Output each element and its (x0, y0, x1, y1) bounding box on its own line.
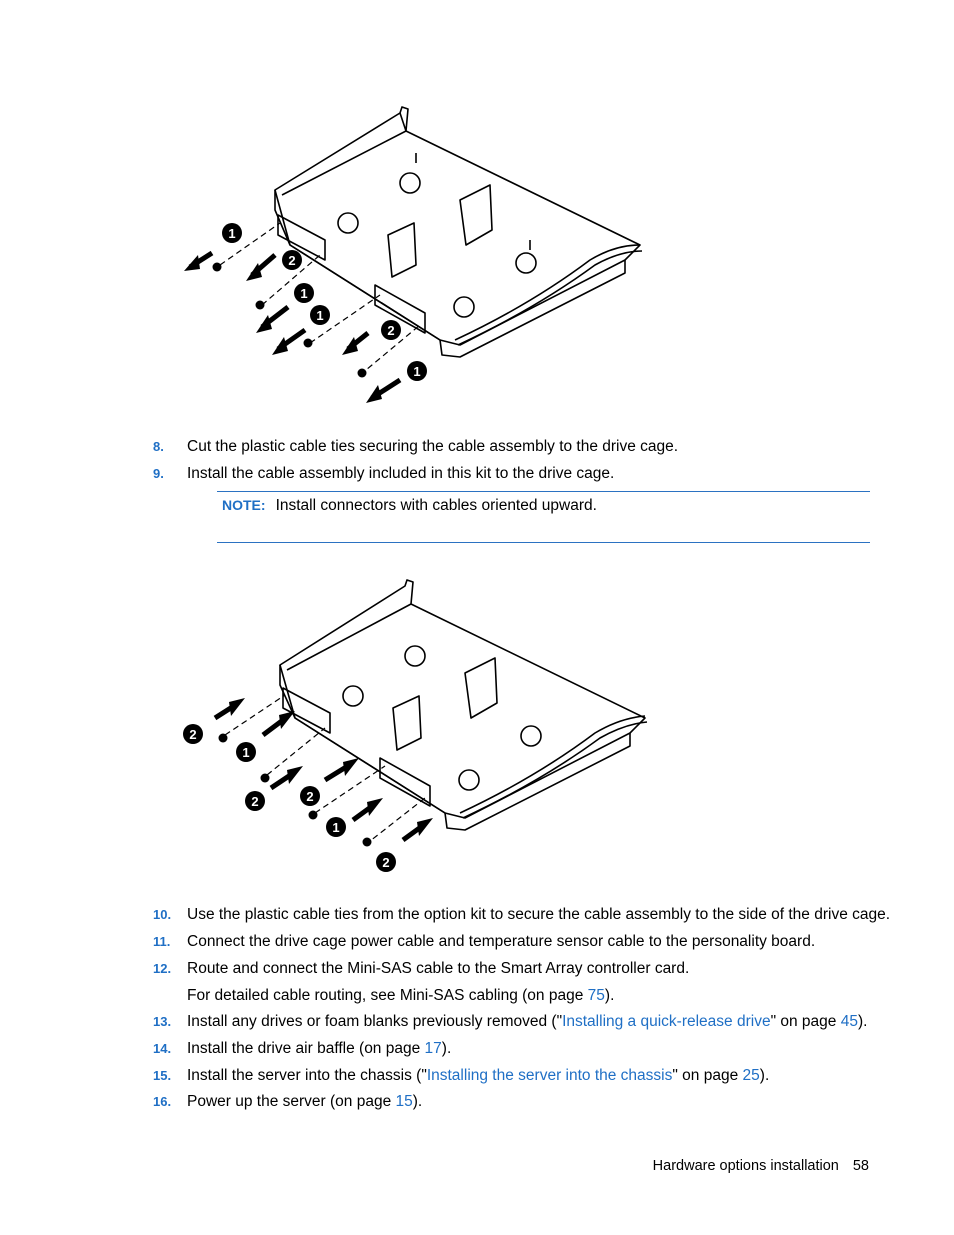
step-text: Route and connect the Mini-SAS cable to … (187, 960, 690, 977)
step-number: 15. (153, 1068, 172, 1083)
figure2-callout: 2 (251, 794, 258, 809)
page-footer: Hardware options installation 58 (653, 1158, 869, 1174)
figure1-callout: 1 (300, 286, 307, 301)
step-text-end: ). (441, 1040, 452, 1057)
figure-remove-screws: 1 2 1 1 2 1 (184, 106, 643, 403)
page-link[interactable]: 75 (587, 987, 605, 1004)
page-link[interactable]: 15 (395, 1093, 413, 1110)
note-box: NOTE: Install connectors with cables orie… (222, 495, 597, 516)
subtext: For detailed cable routing, see Mini-SAS… (187, 987, 588, 1004)
figure1-callout: 1 (228, 226, 235, 241)
figure1-callout: 2 (288, 253, 295, 268)
step-number: 14. (153, 1041, 172, 1056)
step-text: Install any drives or foam blanks previo… (187, 1013, 563, 1030)
step-text-end: ). (759, 1067, 770, 1084)
step-text-mid: " on page (770, 1013, 841, 1030)
quick-release-drive-link[interactable]: Installing a quick-release drive (562, 1013, 771, 1030)
step-number: 11. (153, 934, 171, 949)
note-top-rule (217, 491, 870, 492)
note-bottom-rule (217, 542, 870, 543)
page-number: 58 (852, 1158, 869, 1174)
note-label: NOTE: (222, 497, 266, 513)
figure1-callout: 1 (413, 364, 420, 379)
step-text: Install the cable assembly included in t… (187, 465, 615, 482)
figure2-callout: 1 (242, 745, 249, 760)
note-text: Install connectors with cables oriented … (275, 497, 597, 514)
figure2-callout: 2 (306, 789, 313, 804)
step-number: 16. (153, 1094, 172, 1109)
step-number: 12. (153, 961, 172, 976)
figure1-callout: 2 (387, 323, 394, 338)
subtext-end: ). (604, 987, 615, 1004)
step-text-mid: " on page (672, 1067, 743, 1084)
step-text: Install the server into the chassis (" (187, 1067, 427, 1084)
step-text: Use the plastic cable ties from the opti… (187, 906, 891, 923)
step-text: Power up the server (on page (187, 1093, 396, 1110)
step-text-end: ). (412, 1093, 423, 1110)
step-number: 13. (153, 1014, 172, 1029)
install-server-link[interactable]: Installing the server into the chassis (426, 1067, 673, 1084)
figure1-callouts: 1 2 1 1 2 1 (222, 223, 427, 381)
step-text: Cut the plastic cable ties securing the … (187, 438, 679, 455)
step-number: 8. (153, 439, 164, 454)
figure2-callout: 2 (189, 727, 196, 742)
figure2-callout: 1 (332, 820, 339, 835)
page-link[interactable]: 45 (840, 1013, 858, 1030)
step-number: 10. (153, 907, 172, 922)
step-text: Install the drive air baffle (on page (187, 1040, 425, 1057)
figure2-callouts: 2 1 2 2 1 2 (183, 724, 396, 872)
page-link[interactable]: 17 (424, 1040, 442, 1057)
step-number: 9. (153, 466, 164, 481)
step-text-end: ). (857, 1013, 868, 1030)
footer-section: Hardware options installation (652, 1158, 839, 1174)
figure2-callout: 2 (382, 855, 389, 870)
step-text: Connect the drive cage power cable and t… (187, 933, 816, 950)
page-link[interactable]: 25 (742, 1067, 760, 1084)
figure1-callout: 1 (316, 308, 323, 323)
figure-install-screws: 2 1 2 2 1 2 (183, 579, 648, 872)
